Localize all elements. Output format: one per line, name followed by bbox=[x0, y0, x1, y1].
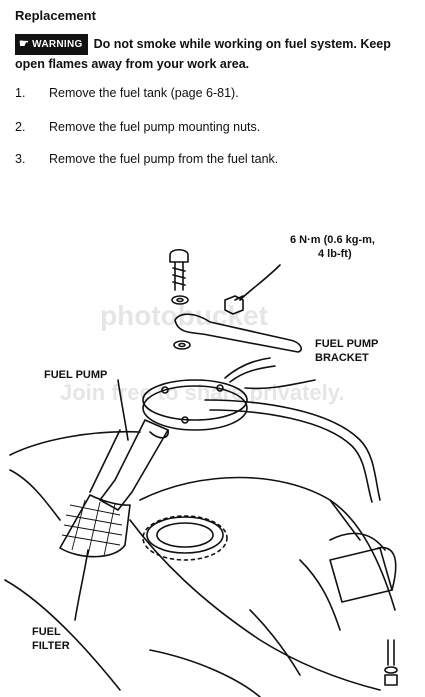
bracket-label: FUEL PUMP BRACKET bbox=[315, 337, 378, 365]
fuel-filter-label: FUEL FILTER bbox=[32, 625, 70, 653]
step-number: 3. bbox=[15, 152, 26, 166]
step-number: 2. bbox=[15, 120, 26, 134]
torque-spec-label: 6 N·m (0.6 kg-m, 4 lb-ft) bbox=[290, 233, 375, 261]
warning-text: Do not smoke while working on fuel syste… bbox=[15, 37, 391, 71]
step-text: Remove the fuel pump from the fuel tank. bbox=[49, 152, 279, 166]
hand-icon: ☛ bbox=[19, 38, 30, 50]
torque-spec-line2: 4 lb-ft) bbox=[318, 248, 352, 260]
bracket-label-line2: BRACKET bbox=[315, 352, 369, 364]
section-heading: Replacement bbox=[15, 8, 96, 23]
watermark-line2: Join free to share privately. bbox=[60, 380, 345, 405]
step-number: 1. bbox=[15, 86, 26, 100]
warning-badge: ☛WARNING bbox=[15, 34, 88, 55]
step-item: 1. Remove the fuel tank (page 6-81). bbox=[15, 86, 239, 100]
torque-spec-line1: 6 N·m (0.6 kg-m, bbox=[290, 234, 375, 246]
step-item: 2. Remove the fuel pump mounting nuts. bbox=[15, 120, 260, 134]
bracket-label-line1: FUEL PUMP bbox=[315, 338, 379, 350]
step-text: Remove the fuel tank (page 6-81). bbox=[49, 86, 239, 100]
filter-label-line2: FILTER bbox=[32, 640, 70, 652]
fuel-pump-label: FUEL PUMP bbox=[44, 369, 108, 381]
warning-badge-label: WARNING bbox=[32, 39, 83, 50]
step-text: Remove the fuel pump mounting nuts. bbox=[49, 120, 261, 134]
filter-label-line1: FUEL bbox=[32, 626, 61, 638]
watermark-line1: photobucket bbox=[100, 300, 268, 331]
step-item: 3. Remove the fuel pump from the fuel tan… bbox=[15, 152, 278, 166]
